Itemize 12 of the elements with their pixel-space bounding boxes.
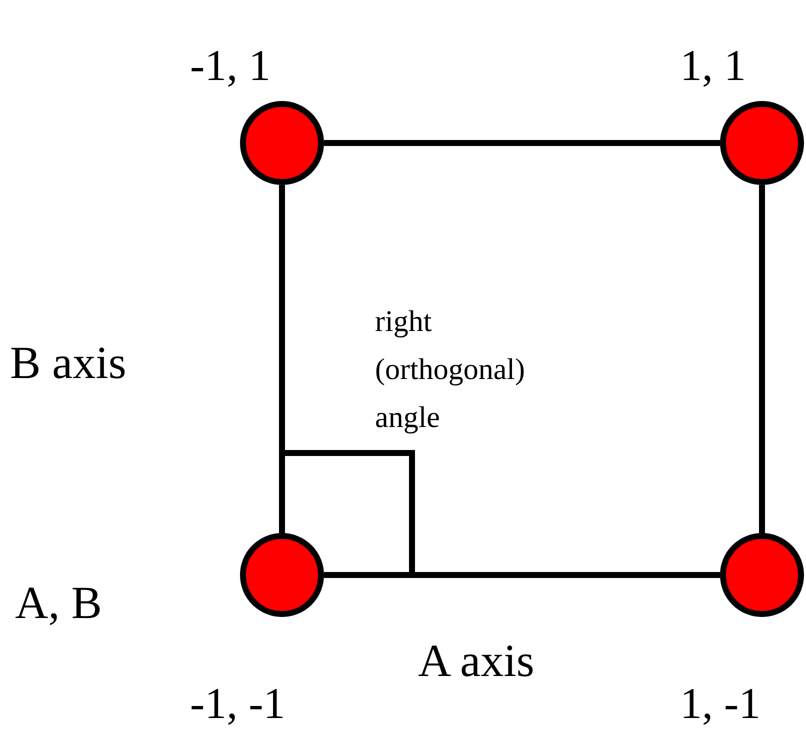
axis-label: A axis [418, 636, 534, 687]
connector-line [324, 572, 720, 578]
axis-label: B axis [10, 338, 126, 389]
annotation-text: right (orthogonal) angle [375, 304, 526, 436]
coordinate-label: -1, 1 [190, 42, 271, 90]
coordinate-label: 1, 1 [680, 42, 746, 90]
connector-line [759, 185, 765, 533]
coordinate-label: 1, -1 [680, 680, 761, 728]
axis-label: A, B [15, 578, 102, 629]
coordinate-label: -1, -1 [190, 680, 286, 728]
connector-line [324, 140, 720, 146]
connector-line [279, 185, 285, 533]
